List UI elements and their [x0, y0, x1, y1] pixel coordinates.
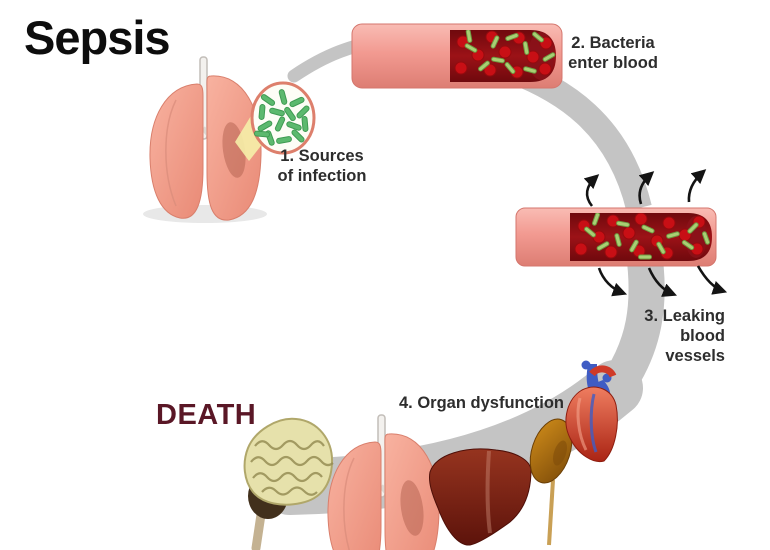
- heart-icon: [565, 360, 618, 463]
- lungs-icon: [328, 415, 439, 550]
- liver-icon: [429, 448, 532, 546]
- label-bacteria-enter-blood: 2. Bacteria enter blood: [562, 33, 664, 73]
- label-sources-of-infection: 1. Sources of infection: [258, 146, 386, 186]
- label-organ-dysfunction: 4. Organ dysfunction: [399, 394, 565, 412]
- label-line: 1. Sources: [280, 147, 364, 165]
- brain-icon: [243, 417, 334, 550]
- bacteria-cluster: [254, 89, 310, 146]
- page-title: Sepsis: [24, 11, 171, 64]
- label-leaking-blood-vessels: 3. Leaking blood vessels: [628, 306, 725, 366]
- label-line: 2. Bacteria: [571, 34, 655, 52]
- bacteria-magnifier-icon: [250, 81, 316, 155]
- bacteria-in-blood: [464, 30, 556, 74]
- label-death: DEATH: [156, 399, 257, 431]
- blood-vessel-bacteria-icon: [351, 23, 563, 89]
- kidney-icon: [529, 418, 573, 546]
- label-line: enter blood: [568, 54, 658, 73]
- leak-arrows-icon: [583, 169, 728, 297]
- lungs-icon: [143, 57, 267, 223]
- bacteria-in-blood: [584, 213, 711, 260]
- label-line: blood: [680, 327, 725, 346]
- label-line: 3. Leaking: [644, 307, 725, 325]
- label-line: of infection: [277, 167, 367, 186]
- leaking-blood-vessel-icon: [515, 169, 728, 297]
- label-line: vessels: [665, 347, 725, 366]
- blood-cells: [454, 30, 553, 79]
